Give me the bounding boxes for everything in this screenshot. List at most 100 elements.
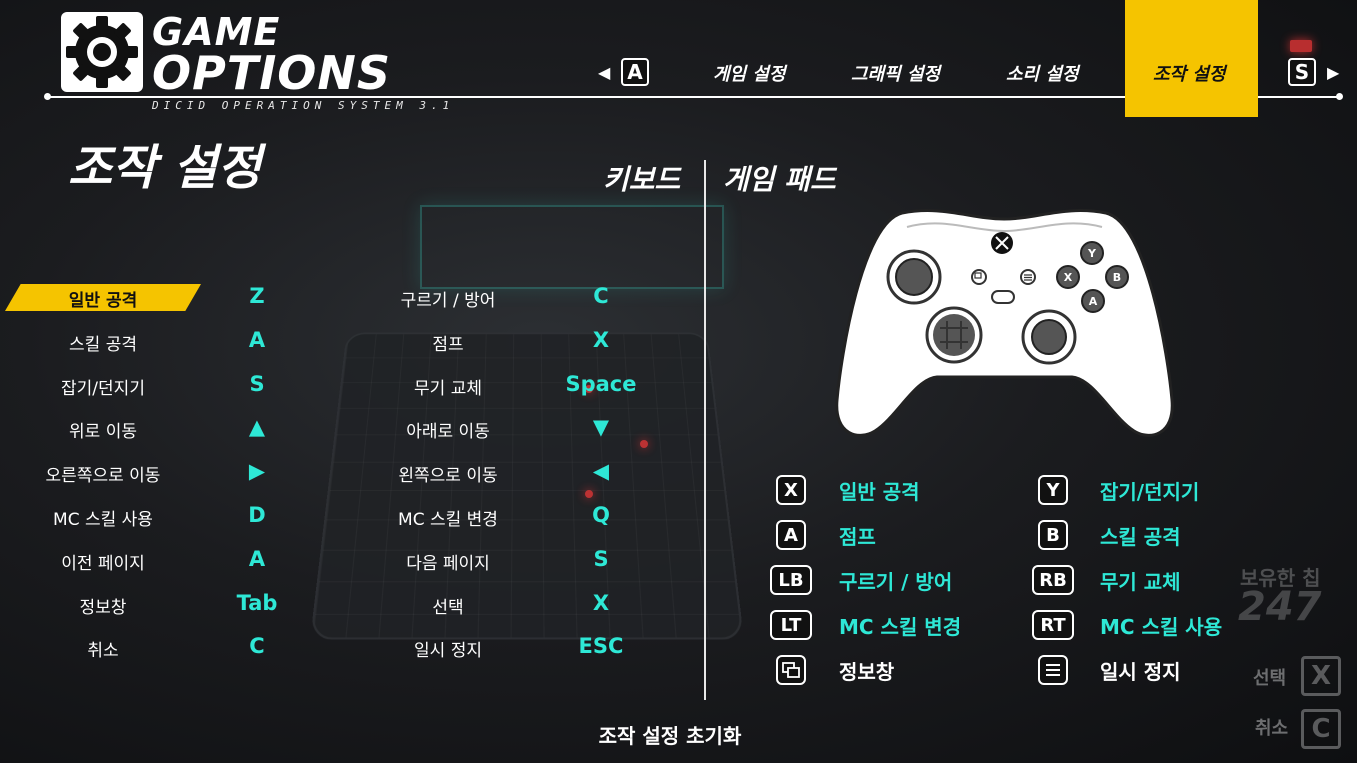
gamepad-action-label: 점프 bbox=[839, 525, 876, 549]
action-label: 스킬 공격 bbox=[69, 334, 137, 355]
key-value[interactable]: S bbox=[593, 546, 609, 571]
key-value[interactable]: D bbox=[248, 503, 266, 527]
button-y-icon: Y bbox=[1038, 475, 1068, 505]
key-value[interactable]: ◀ bbox=[592, 459, 610, 484]
action-label: 다음 페이지 bbox=[406, 553, 490, 574]
keybind-row[interactable]: 정보창 Tab bbox=[0, 590, 300, 621]
prev-tab-key[interactable]: A bbox=[621, 58, 649, 86]
cancel-hint-label: 취소 bbox=[1255, 718, 1289, 739]
key-value[interactable]: S bbox=[249, 371, 265, 396]
keybind-row[interactable]: 선택 X bbox=[350, 590, 660, 621]
gamepad-action-label: 일반 공격 bbox=[839, 480, 920, 504]
tab-graphics[interactable]: 그래픽 설정 bbox=[851, 64, 941, 85]
action-label: 잡기/던지기 bbox=[61, 378, 145, 399]
keybind-row[interactable]: 구르기 / 방어 C bbox=[350, 284, 660, 314]
key-value[interactable]: Q bbox=[592, 503, 610, 527]
key-value[interactable]: C bbox=[593, 284, 609, 308]
action-label: 이전 페이지 bbox=[61, 553, 145, 574]
action-label: 일반 공격 bbox=[68, 291, 138, 311]
button-a-icon: A bbox=[776, 520, 806, 550]
background-light bbox=[585, 490, 593, 498]
key-value[interactable]: Z bbox=[249, 284, 265, 308]
tab-sound[interactable]: 소리 설정 bbox=[1006, 64, 1079, 85]
keybind-row[interactable]: 아래로 이동 ▼ bbox=[350, 415, 660, 445]
action-label: 아래로 이동 bbox=[406, 422, 490, 443]
page-title: 조작 설정 bbox=[68, 140, 262, 196]
action-label: 취소 bbox=[87, 641, 119, 662]
keybind-row[interactable]: 왼쪽으로 이동◀ bbox=[350, 459, 660, 489]
header-divider-dot bbox=[44, 93, 51, 100]
keybind-row[interactable]: 잡기/던지기 S bbox=[0, 371, 300, 402]
gamepad-action-label: 무기 교체 bbox=[1100, 570, 1181, 594]
chip-count-value: 247 bbox=[1238, 584, 1322, 630]
gamepad-action-label: MC 스킬 사용 bbox=[1100, 615, 1223, 639]
logo-options-text: OPTIONS bbox=[152, 46, 392, 100]
key-value[interactable]: C bbox=[249, 634, 265, 659]
key-value[interactable]: A bbox=[248, 546, 266, 571]
action-label: 구르기 / 방어 bbox=[400, 291, 496, 311]
logo-game-text: GAME bbox=[152, 10, 281, 54]
tab-controls[interactable]: 조작 설정 bbox=[1125, 0, 1258, 117]
gamepad-action-label: 잡기/던지기 bbox=[1100, 480, 1200, 504]
menu-icon bbox=[1038, 655, 1068, 685]
key-value[interactable]: A bbox=[248, 327, 266, 352]
action-label: 위로 이동 bbox=[69, 422, 137, 443]
keybind-row[interactable]: 일반 공격 Z bbox=[0, 284, 300, 314]
button-rt-icon: RT bbox=[1032, 610, 1074, 640]
keybind-row[interactable]: 무기 교체 Space bbox=[350, 371, 660, 402]
gamepad-action-label: MC 스킬 변경 bbox=[839, 615, 962, 639]
action-label: 오른쪽으로 이동 bbox=[45, 466, 161, 487]
action-label: 무기 교체 bbox=[414, 378, 482, 399]
arrow-right-icon[interactable]: ▶ bbox=[1327, 63, 1340, 82]
button-lb-icon: LB bbox=[770, 565, 812, 595]
controller-a-label: A bbox=[1089, 295, 1098, 308]
keybind-row[interactable]: 일시 정지 ESC bbox=[350, 634, 660, 664]
key-value[interactable]: X bbox=[592, 590, 610, 615]
keybind-row[interactable]: MC 스킬 사용 D bbox=[0, 503, 300, 533]
gamepad-action-label: 정보창 bbox=[839, 660, 895, 684]
key-value[interactable]: ▲ bbox=[248, 415, 266, 440]
action-label: 일시 정지 bbox=[414, 641, 482, 662]
cancel-hint-key[interactable]: C bbox=[1301, 709, 1341, 749]
action-label: 정보창 bbox=[79, 597, 127, 618]
keybind-row[interactable]: 스킬 공격 A bbox=[0, 327, 300, 358]
action-label: MC 스킬 사용 bbox=[53, 510, 153, 530]
keybind-row[interactable]: 다음 페이지 S bbox=[350, 546, 660, 577]
keybind-row[interactable]: 점프 X bbox=[350, 327, 660, 358]
key-value[interactable]: ▶ bbox=[248, 459, 266, 484]
header-divider bbox=[48, 96, 1340, 98]
gamepad-action-label: 일시 정지 bbox=[1100, 660, 1181, 684]
background-light bbox=[585, 385, 593, 393]
button-rb-icon: RB bbox=[1032, 565, 1074, 595]
button-b-icon: B bbox=[1038, 520, 1068, 550]
key-value[interactable]: X bbox=[592, 327, 610, 352]
keybind-row[interactable]: 오른쪽으로 이동 ▶ bbox=[0, 459, 300, 489]
gamepad-illustration: Y X B A bbox=[832, 205, 1177, 445]
keybind-row[interactable]: 취소 C bbox=[0, 634, 300, 664]
keybind-row[interactable]: 이전 페이지 A bbox=[0, 546, 300, 577]
key-value[interactable]: Tab bbox=[236, 590, 278, 615]
next-tab-key[interactable]: S bbox=[1288, 58, 1316, 86]
action-label: 선택 bbox=[432, 597, 464, 618]
gear-logo-icon bbox=[61, 12, 143, 92]
keybind-row[interactable]: 위로 이동 ▲ bbox=[0, 415, 300, 445]
chip-count-label: 보유한 칩 bbox=[1240, 566, 1321, 590]
keyboard-heading: 키보드 bbox=[603, 163, 681, 196]
reset-controls-button[interactable]: 조작 설정 초기화 bbox=[598, 724, 742, 748]
controller-b-label: B bbox=[1113, 271, 1121, 284]
column-divider bbox=[704, 160, 706, 700]
key-value[interactable]: ▼ bbox=[592, 415, 610, 440]
gamepad-action-label: 구르기 / 방어 bbox=[839, 570, 953, 594]
tab-game[interactable]: 게임 설정 bbox=[713, 64, 786, 85]
header-divider-dot bbox=[1336, 93, 1343, 100]
controller-x-label: X bbox=[1064, 271, 1073, 284]
key-value[interactable]: ESC bbox=[578, 634, 624, 659]
action-label: 점프 bbox=[432, 334, 464, 355]
arrow-left-icon[interactable]: ◀ bbox=[598, 63, 611, 82]
key-value[interactable]: Space bbox=[565, 371, 637, 396]
background-light bbox=[1290, 40, 1312, 52]
controller-y-label: Y bbox=[1087, 247, 1097, 260]
background-light bbox=[640, 440, 648, 448]
select-hint-key[interactable]: X bbox=[1301, 656, 1341, 696]
